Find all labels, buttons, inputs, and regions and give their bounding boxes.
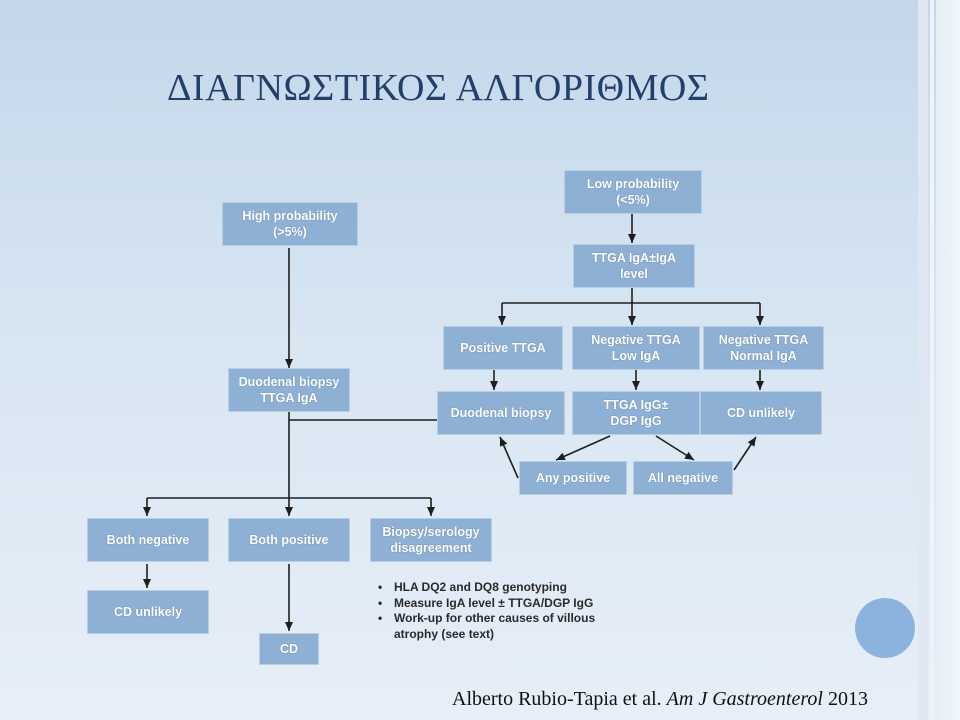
box-duodenal-biopsy-line1: Duodenal biopsy: [450, 406, 552, 420]
box-cd-unlikely-top: CD unlikely: [700, 391, 822, 435]
box-all-negative-line1: All negative: [647, 471, 719, 485]
box-both-positive: Both positive: [228, 518, 350, 562]
box-high-probability-line2: (>5%): [273, 225, 307, 239]
box-ttga-igg-line1: TTGA IgG±: [603, 398, 669, 412]
box-cd-line1: CD: [279, 642, 299, 656]
box-ttga-igg-dgp-igg: TTGA IgG± DGP IgG: [572, 391, 700, 435]
right-edge-rail-thin: [930, 0, 934, 720]
box-cd: CD: [259, 633, 319, 665]
box-both-negative-line1: Both negative: [106, 533, 190, 547]
box-cd-unlikely-bottom-line1: CD unlikely: [113, 605, 183, 619]
box-any-positive: Any positive: [519, 461, 627, 495]
box-duodenal-biopsy-ttga-line2: TTGA IgA: [260, 391, 318, 405]
box-ttga-iga-level: TTGA IgA±IgA level: [573, 244, 695, 288]
right-edge-rail: [918, 0, 928, 720]
box-biopsy-serology-disagreement: Biopsy/serology disagreement: [370, 518, 492, 562]
box-both-negative: Both negative: [87, 518, 209, 562]
box-cd-unlikely-top-line1: CD unlikely: [726, 406, 796, 420]
arrow-any-positive-to-biopsy: [499, 436, 519, 479]
box-high-probability-line1: High probability: [242, 209, 338, 223]
arrow-ttga-igg-to-all-negative: [655, 435, 695, 461]
box-disagreement-line2: disagreement: [390, 541, 472, 555]
decorative-circle: [855, 598, 915, 658]
workup-bullet-list: HLA DQ2 and DQ8 genotyping Measure IgA l…: [376, 580, 606, 642]
box-ttga-iga-level-line1: TTGA IgA±IgA: [591, 251, 677, 265]
citation-journal: Am J Gastroenterol: [666, 688, 823, 710]
bullet-item: Measure IgA level ± TTGA/DGP IgG: [376, 596, 606, 612]
box-low-probability: Low probability (<5%): [564, 170, 702, 214]
box-ttga-igg-line2: DGP IgG: [610, 414, 662, 428]
box-any-positive-line1: Any positive: [535, 471, 611, 485]
box-cd-unlikely-bottom: CD unlikely: [87, 590, 209, 634]
box-high-probability: High probability (>5%): [222, 202, 358, 246]
box-disagreement-line1: Biopsy/serology: [382, 525, 480, 539]
box-negative-normal-iga-line2: Normal IgA: [730, 349, 797, 363]
box-ttga-iga-level-line2: level: [620, 267, 648, 281]
slide-title: ΔΙΑΓΝΩΣΤΙΚΟΣ ΑΛΓΟΡΙΘΜΟΣ: [167, 67, 710, 109]
box-duodenal-biopsy: Duodenal biopsy: [437, 391, 565, 435]
box-both-positive-line1: Both positive: [249, 533, 329, 547]
bullet-item: HLA DQ2 and DQ8 genotyping: [376, 580, 606, 596]
right-edge-rail-outer: [936, 0, 960, 720]
arrow-ttga-igg-to-any-positive: [555, 435, 611, 461]
box-negative-low-iga-line2: Low IgA: [611, 349, 661, 363]
box-duodenal-biopsy-ttga-line1: Duodenal biopsy: [238, 375, 340, 389]
box-negative-ttga-low-iga: Negative TTGA Low IgA: [572, 326, 700, 370]
box-all-negative: All negative: [633, 461, 733, 495]
box-positive-ttga-line1: Positive TTGA: [460, 341, 546, 355]
citation: Alberto Rubio-Tapia et al. Am J Gastroen…: [452, 688, 868, 711]
box-low-probability-line1: Low probability: [586, 177, 680, 191]
arrow-all-negative-to-cd-unlikely: [733, 436, 757, 471]
citation-authors: Alberto Rubio-Tapia et al.: [452, 688, 667, 710]
box-positive-ttga: Positive TTGA: [443, 326, 563, 370]
box-negative-low-iga-line1: Negative TTGA: [591, 333, 681, 347]
citation-year: 2013: [822, 688, 868, 710]
bullet-item: Work-up for other causes of villous atro…: [376, 611, 606, 642]
box-low-probability-line2: (<5%): [616, 193, 650, 207]
box-negative-ttga-normal-iga: Negative TTGA Normal IgA: [703, 326, 824, 370]
box-negative-normal-iga-line1: Negative TTGA: [718, 333, 809, 347]
